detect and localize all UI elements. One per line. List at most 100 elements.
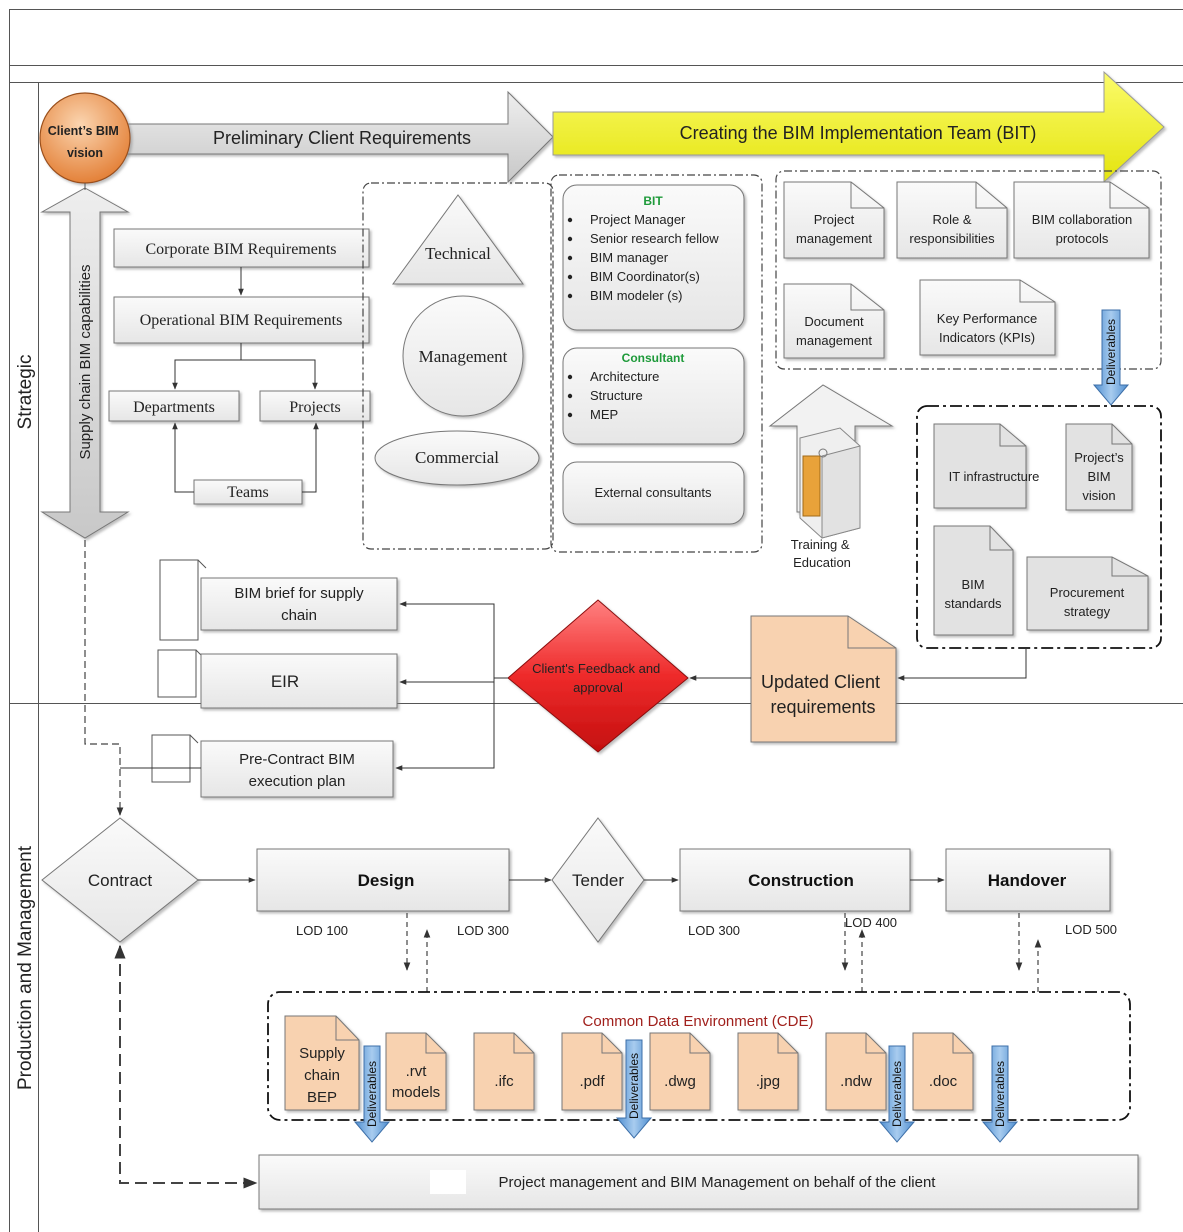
consultant-member: MEP bbox=[590, 407, 618, 422]
requirements-connectors bbox=[172, 267, 319, 493]
handover-box bbox=[945, 848, 1111, 912]
cde-file-label: .ndw bbox=[840, 1073, 872, 1090]
deliverable-docs-panel bbox=[916, 405, 1162, 649]
bit-member: BIM manager bbox=[590, 250, 669, 265]
cde-file-label: .ifc bbox=[494, 1073, 514, 1090]
cde-file-rvt bbox=[385, 1032, 447, 1111]
deliverables-label: Deliverables bbox=[365, 1061, 379, 1127]
management-circle bbox=[402, 295, 524, 417]
client-vision-label: Client’s BIM vision bbox=[48, 124, 123, 160]
operational-requirements-box bbox=[113, 296, 370, 344]
cde-panel bbox=[267, 991, 1131, 1121]
corporate-requirements-box bbox=[113, 228, 370, 268]
deliverables-arrow-icon bbox=[353, 1045, 391, 1143]
deliverables-label: Deliverables bbox=[993, 1061, 1007, 1127]
design-box bbox=[256, 848, 510, 912]
collaboration-doc bbox=[1013, 181, 1150, 259]
aspects-panel bbox=[362, 182, 554, 550]
deliverables-label: Deliverables bbox=[890, 1061, 904, 1127]
contract-label: Contract bbox=[88, 871, 153, 890]
pm-bar-label: Project management and BIM Management on… bbox=[499, 1174, 937, 1191]
bim-standards-doc bbox=[933, 525, 1014, 636]
cde-file-ifc bbox=[473, 1032, 535, 1111]
bit-member-list: Project Manager Senior research fellow B… bbox=[567, 212, 719, 303]
technical-triangle bbox=[392, 194, 524, 285]
deliverables-label: Deliverables bbox=[1104, 319, 1118, 385]
role-doc bbox=[896, 181, 1008, 259]
kpi-doc bbox=[919, 279, 1056, 356]
cde-file-dwg bbox=[649, 1032, 711, 1111]
external-consultants-box bbox=[562, 461, 745, 525]
cde-file-label: .doc bbox=[929, 1073, 958, 1090]
bit-member: Project Manager bbox=[590, 212, 686, 227]
it-infrastructure-doc bbox=[933, 423, 1027, 509]
training-label: Training & Education bbox=[791, 537, 853, 570]
cde-exchange-arrows bbox=[403, 913, 1042, 992]
cde-file-pdf bbox=[561, 1032, 623, 1111]
procurement-doc bbox=[1026, 556, 1149, 631]
document-management-doc bbox=[783, 283, 885, 359]
feedback-output-connectors bbox=[395, 601, 508, 771]
cde-deliverables-arrows: Deliverables Deliverables Deliverables D… bbox=[353, 1039, 1019, 1143]
deliverables-to-updated-connector bbox=[897, 648, 1027, 681]
technical-label: Technical bbox=[425, 244, 491, 263]
lod-construction-in: LOD 300 bbox=[688, 923, 740, 938]
deliverables-arrow-icon bbox=[878, 1045, 916, 1143]
eir-label: EIR bbox=[271, 672, 299, 691]
supply-chain-double-arrow bbox=[40, 187, 130, 539]
teams-label: Teams bbox=[227, 484, 269, 501]
construction-box bbox=[679, 848, 911, 912]
bit-member: BIM Coordinator(s) bbox=[590, 269, 700, 284]
corporate-requirements-label: Corporate BIM Requirements bbox=[145, 241, 336, 258]
cde-file-ndw bbox=[825, 1032, 887, 1111]
contract-pm-dashed-link bbox=[114, 944, 258, 1189]
role-label: Role &responsibilities bbox=[909, 212, 995, 246]
cde-file-jpg bbox=[737, 1032, 799, 1111]
consultant-box bbox=[562, 347, 745, 445]
client-vision-circle bbox=[39, 92, 131, 184]
commercial-label: Commercial bbox=[415, 448, 499, 467]
cde-file-label: .jpg bbox=[756, 1073, 780, 1090]
tender-label: Tender bbox=[572, 871, 624, 890]
bit-member: Senior research fellow bbox=[590, 231, 719, 246]
feedback-label: Client's Feedback and approval bbox=[532, 661, 664, 695]
tender-diamond bbox=[551, 817, 645, 943]
eir-box bbox=[200, 653, 398, 709]
pm-bar bbox=[258, 1154, 1139, 1210]
design-label: Design bbox=[358, 871, 415, 890]
preliminary-requirements-label: Preliminary Client Requirements bbox=[213, 128, 471, 148]
consultant-member: Structure bbox=[590, 388, 643, 403]
updated-requirements-label: Updated Client requirements bbox=[761, 672, 885, 717]
cde-file-label: .dwg bbox=[664, 1073, 696, 1090]
deliverables-label: Deliverables bbox=[627, 1053, 641, 1119]
bit-member: BIM modeler (s) bbox=[590, 288, 682, 303]
deliverables-arrow-icon bbox=[1092, 309, 1130, 406]
cde-title: Common Data Environment (CDE) bbox=[583, 1013, 814, 1030]
brief-box bbox=[200, 577, 398, 631]
bit-box bbox=[562, 184, 745, 331]
brief-doc-shadow bbox=[159, 559, 199, 641]
deliverables-arrow-icon bbox=[615, 1039, 653, 1139]
pre-contract-box bbox=[200, 740, 394, 798]
training-server-icon bbox=[799, 427, 861, 539]
project-vision-doc bbox=[1065, 423, 1133, 511]
supply-chain-label: Supply chain BIM capabilities bbox=[77, 264, 94, 459]
supply-to-contract-dashed-link bbox=[84, 540, 124, 816]
deliverables-arrow-icon bbox=[981, 1045, 1019, 1143]
eir-doc-shadow bbox=[157, 649, 197, 698]
it-infrastructure-label: IT infrastructure bbox=[949, 469, 1040, 484]
team-panel bbox=[550, 174, 763, 553]
bit-title: BIT bbox=[643, 194, 663, 208]
lane-strategic-label: Strategic bbox=[15, 355, 36, 430]
lod-handover-out: LOD 500 bbox=[1065, 922, 1117, 937]
cde-file-doc bbox=[912, 1032, 974, 1111]
departments-box bbox=[108, 390, 240, 422]
